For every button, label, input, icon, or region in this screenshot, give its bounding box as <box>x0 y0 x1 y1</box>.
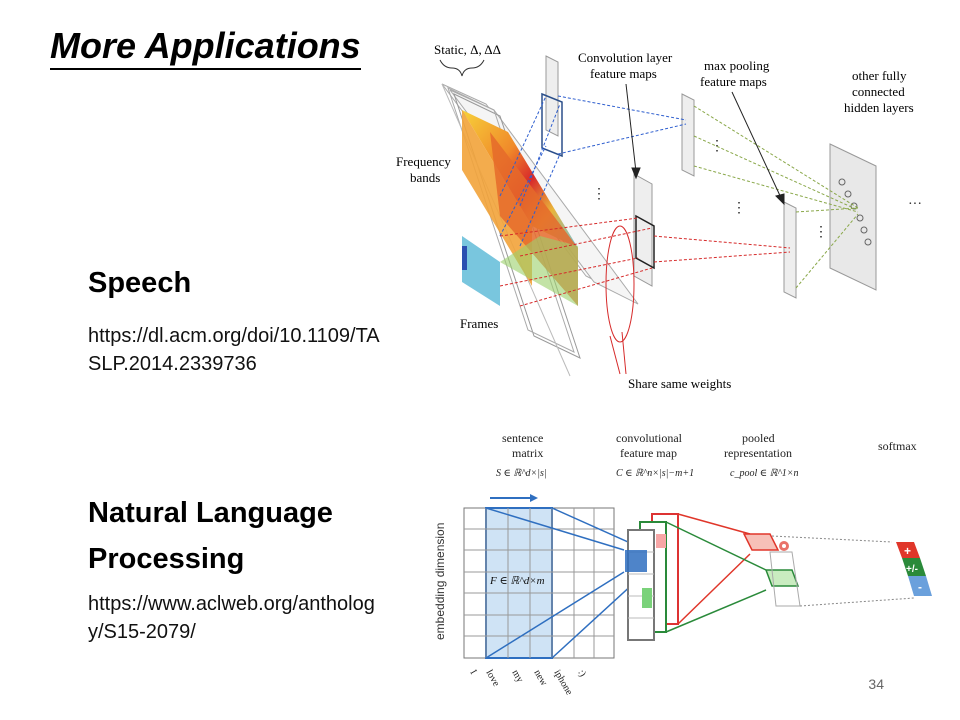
frames-label: Frames <box>460 316 498 331</box>
max-pool-label-1: max pooling <box>704 58 770 73</box>
output-negative: - <box>918 580 922 594</box>
svg-text:⋮: ⋮ <box>592 187 606 202</box>
slide-number: 34 <box>868 676 884 692</box>
word-5: :) <box>575 668 588 679</box>
hidden-layer-label-3: hidden layers <box>844 100 914 115</box>
pooled-formula: c_pool ∈ ℝ^1×n <box>730 468 799 479</box>
frequency-label-1: Frequency <box>396 154 451 169</box>
conv-formula: C ∈ ℝ^n×|s|−m+1 <box>616 468 694 479</box>
pooled-label-1: pooled <box>742 431 775 445</box>
pooled-red <box>742 533 780 551</box>
sentence-formula: S ∈ ℝ^d×|s| <box>496 468 547 479</box>
speech-heading: Speech <box>88 267 192 299</box>
pooled-label-2: representation <box>724 446 792 460</box>
static-delta-label: Static, Δ, ΔΔ <box>434 42 501 57</box>
svg-text:···: ··· <box>908 197 922 212</box>
frequency-label-2: bands <box>410 170 440 185</box>
sentence-matrix: F ∈ ℝ^d×m <box>463 507 615 659</box>
slide-title: More Applications <box>50 26 361 70</box>
max-pool-label-2: feature maps <box>700 74 767 89</box>
share-weights-label: Share same weights <box>628 376 731 391</box>
conv-map-label-2: feature map <box>620 446 677 460</box>
sentence-matrix-label-1: sentence <box>502 431 543 445</box>
filter-formula: F ∈ ℝ^d×m <box>489 575 545 587</box>
sentence-matrix-label-2: matrix <box>512 446 543 460</box>
svg-text:⋮: ⋮ <box>732 201 746 216</box>
conv-feature-maps <box>625 513 679 641</box>
conv-layer-label-1: Convolution layer <box>578 50 673 65</box>
word-1: love <box>483 668 501 689</box>
output-positive: + <box>904 544 911 558</box>
pooled-green <box>764 569 800 587</box>
nlp-heading: Natural Language Processing <box>88 497 333 575</box>
speech-cnn-figure: Static, Δ, ΔΔ Convolution layer feature … <box>396 42 922 391</box>
word-4: iphone <box>551 668 574 698</box>
softmax-outputs: + +/- - <box>896 542 932 596</box>
speech-reference-link[interactable]: https://dl.acm.org/doi/10.1109/TASLP.201… <box>88 325 380 375</box>
hidden-layer-label-2: connected <box>852 84 905 99</box>
word-3: new <box>531 668 549 689</box>
conv-layer-label-2: feature maps <box>590 66 657 81</box>
nlp-reference-link[interactable]: https://www.aclweb.org/anthology/S15-207… <box>88 593 375 643</box>
conv-map-label-1: convolutional <box>616 431 683 445</box>
word-2: my <box>509 668 525 685</box>
word-0: I <box>467 668 478 676</box>
softmax-label: softmax <box>878 439 917 453</box>
nlp-cnn-figure: sentence matrix convolutional feature ma… <box>433 431 932 698</box>
embedding-dimension-label: embedding dimension <box>433 523 447 640</box>
output-neutral: +/- <box>906 564 918 575</box>
hidden-layer-label-1: other fully <box>852 68 907 83</box>
svg-text:⋮: ⋮ <box>814 225 828 240</box>
